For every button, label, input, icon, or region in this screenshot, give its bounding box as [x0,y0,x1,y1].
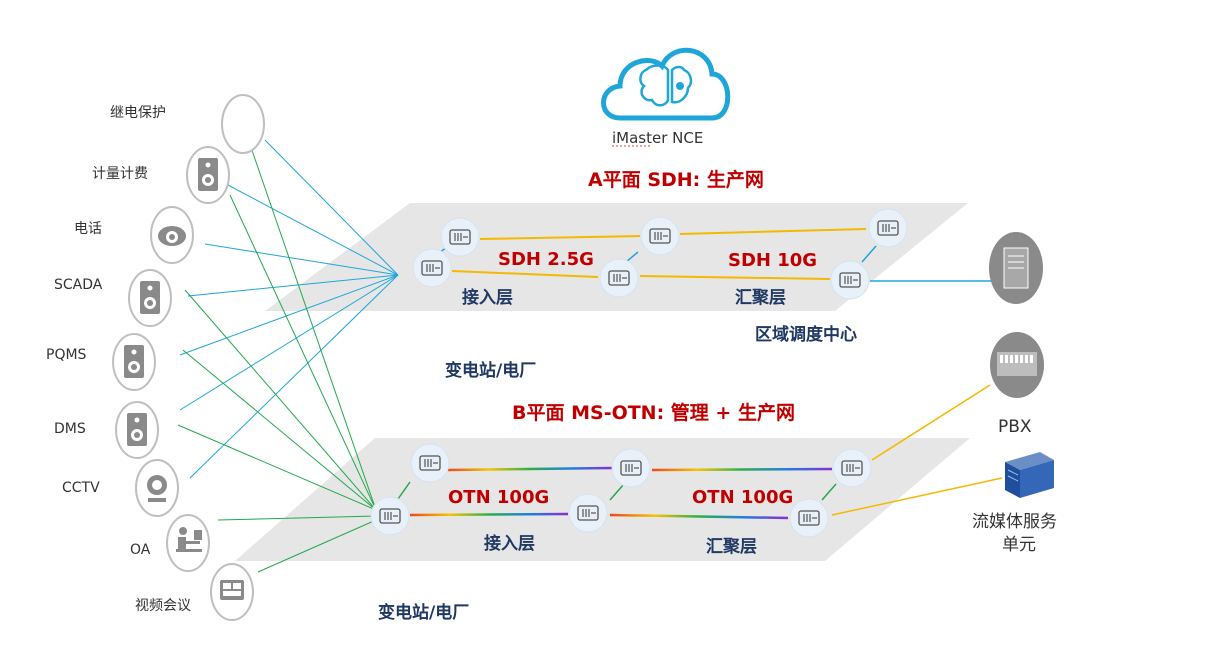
service-label-dms: DMS [54,421,86,437]
streaming-link [831,477,1003,516]
office-worker-icon [176,527,202,552]
plane-a-switch-node-icon [868,208,908,248]
plane-a-switch-node-icon [830,260,870,300]
brain-cloud-icon [601,47,731,121]
pqms-device-icon [124,345,144,378]
scada-device-icon [140,281,160,314]
plane-a-switch-node-icon [412,248,452,288]
otn-links [409,466,833,520]
plane-a-access-lines [179,139,399,479]
plane-a-switch-node-icon [640,216,680,256]
service-label-cctv: CCTV [62,480,100,496]
plane-a-layer-access: 接入层 [462,288,513,308]
plane-b-switch-node-icon [611,448,651,488]
plane-b-station: 变电站/电厂 [378,603,470,623]
plane-b-switch-node-icon [789,498,829,538]
service-label-telephone: 电话 [74,221,102,237]
plane-a-title: A平面 SDH: 生产网 [588,169,764,191]
plane-b-switch-node-icon [832,448,872,488]
plane-b-access-lines [177,129,377,573]
pbx-device-icon [990,332,1044,398]
service-label-metering: 计量计费 [92,166,148,182]
video-conference-icon [220,580,244,600]
plane-b-switch-node-icon [370,496,410,536]
pbx-label: PBX [998,417,1032,437]
otn-ring-connectors [397,481,837,501]
plane-a-station: 变电站/电厂 [445,361,537,381]
network-nodes [370,208,908,538]
pbx-link [871,384,991,461]
service-label-video-conference: 视频会议 [135,598,191,614]
sdh-links [451,228,867,280]
cloud-label: iMaster NCE [612,129,704,147]
service-label-relay-protection: 继电保护 [110,105,166,121]
plane-a-link-aggregation: SDH 10G [728,250,818,271]
dms-device-icon [127,413,147,446]
plane-a-switch-node-icon [599,258,639,298]
plane-b-link-access: OTN 100G [448,487,550,508]
streaming-server-icon [1005,452,1054,498]
plane-a-link-access: SDH 2.5G [498,249,594,270]
meter-device-icon [198,158,218,191]
plane-a-center: 区域调度中心 [755,325,857,345]
plane-b-switch-node-icon [568,493,608,533]
cctv-camera-icon [147,475,167,502]
service-label-scada: SCADA [54,277,103,293]
plane-b-link-aggregation: OTN 100G [692,487,794,508]
streaming-label-line1: 流媒体服务 [972,512,1057,532]
plane-b-layer-aggregation: 汇聚层 [706,537,757,557]
plane-a-switch-node-icon [440,217,480,257]
plane-b-title: B平面 MS-OTN: 管理 + 生产网 [512,402,795,424]
service-label-oa: OA [130,542,151,558]
plane-b-layer-access: 接入层 [484,534,535,554]
telephone-icon [158,226,186,246]
streaming-label-line2: 单元 [1002,535,1036,555]
dispatch-server-icon [989,232,1043,304]
plane-a-layer-aggregation: 汇聚层 [735,288,786,308]
plane-b-switch-node-icon [410,443,450,483]
service-label-pqms: PQMS [46,347,87,363]
